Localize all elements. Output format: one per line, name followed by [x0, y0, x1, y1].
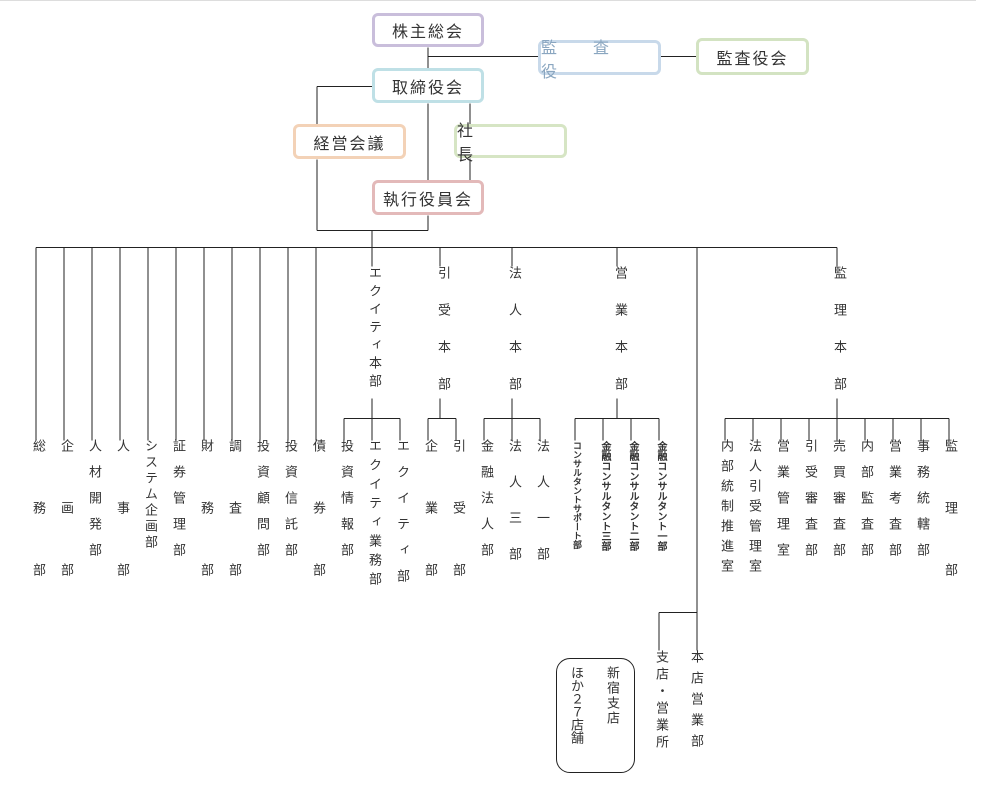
dept-corporate-3: 法 人 三 部 [506, 439, 521, 565]
executive-committee-box: 執行役員会 [372, 180, 484, 215]
hq-audit-title: 監理本部 [831, 266, 846, 414]
dept-operations-control: 事務統轄部 [914, 439, 929, 569]
dept-financial-consultant-2: 金融コンサルタント二部 [627, 441, 638, 551]
dept-internal-audit: 内部監査部 [858, 439, 873, 569]
hq-sales-title: 営業本部 [612, 266, 627, 414]
dept-corporate-business: 企 業 部 [422, 439, 437, 594]
branch-offices: 支店・営業所 [653, 650, 668, 752]
dept-trading-review: 売買審査部 [830, 439, 845, 569]
dept-internal-control: 内部統制推進室 [718, 439, 733, 579]
hq-equity-title: エクイティ本部 [366, 266, 381, 392]
head-office-sales: 本店営業部 [688, 650, 703, 755]
dept-investment-info: 投資情報部 [338, 439, 353, 569]
dept-underwriting-review: 引受審査部 [802, 439, 817, 569]
other-branches: ほか２７店舗 [568, 666, 583, 744]
dept-bonds: 債 券 部 [310, 439, 325, 594]
president-box: 社 長 [454, 121, 567, 164]
shareholders-meeting-box: 株主総会 [372, 13, 484, 47]
board-of-directors-box: 取締役会 [372, 68, 484, 103]
management-meeting-box: 経営会議 [293, 124, 406, 159]
dept-underwriting: 引 受 部 [450, 439, 465, 594]
branch-bracket [556, 658, 635, 773]
dept-sales-management: 営業管理室 [774, 439, 789, 569]
dept-sales-inspection: 営業考査部 [886, 439, 901, 569]
dept-equity: エクイティ部 [394, 439, 409, 595]
dept-personnel: 人 事 部 [114, 439, 129, 594]
dept-finance: 財 務 部 [198, 439, 213, 594]
dept-financial-consultant-1: 金融コンサルタント一部 [655, 441, 666, 551]
dept-system-planning: システム企画部 [142, 439, 157, 551]
dept-investment-trust: 投資信託部 [282, 439, 297, 569]
hq-underwriting-title: 引受本部 [435, 266, 450, 414]
dept-financial-consultant-3: 金融コンサルタント三部 [599, 441, 610, 551]
dept-investment-advisory: 投資顧問部 [254, 439, 269, 569]
hq-corporate-title: 法人本部 [506, 266, 521, 414]
dept-planning: 企 画 部 [58, 439, 73, 594]
dept-corporate-underwriting-mgmt: 法人引受管理室 [746, 439, 761, 579]
auditor-box: 監 査 役 [538, 38, 661, 81]
dept-financial-institutions: 金融法人部 [478, 439, 493, 569]
shinjuku-branch: 新宿支店 [604, 666, 619, 726]
dept-securities-management: 証券管理部 [170, 439, 185, 569]
dept-hr-development: 人材開発部 [86, 439, 101, 569]
dept-general-affairs: 総 務 部 [30, 439, 45, 594]
dept-supervision: 監 理 部 [942, 439, 957, 594]
dept-consultant-support: コンサルタントサポート部 [571, 441, 581, 549]
dept-equity-operations: エクイティ業務部 [366, 439, 381, 591]
dept-corporate-1: 法 人 一 部 [534, 439, 549, 565]
dept-research: 調 査 部 [226, 439, 241, 594]
audit-board-box: 監査役会 [696, 38, 809, 75]
